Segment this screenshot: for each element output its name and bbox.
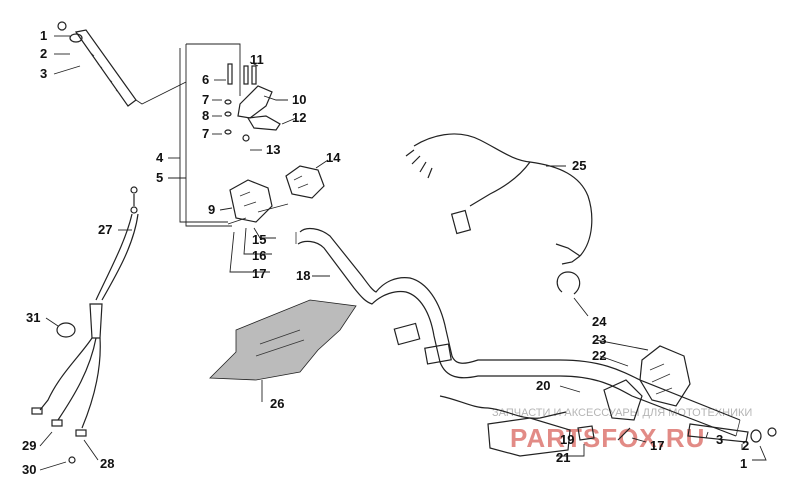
pin [227,63,233,85]
callout-11: 11 [250,52,264,67]
cable-end [130,186,138,194]
callout-5: 5 [156,170,163,185]
callout-29: 29 [22,438,36,453]
callout-17-left: 17 [252,266,266,281]
right-washer [750,429,762,443]
callout-4: 4 [156,150,164,165]
right-hand-warmer [487,417,571,457]
callout-1: 1 [40,28,47,43]
callout-6: 6 [202,72,209,87]
cable-main [95,213,133,301]
callout-16: 16 [252,248,266,263]
center-clamp-left [393,322,421,346]
callout-23: 23 [592,332,606,347]
right-side-assembly [439,339,777,461]
grip-end-cap [57,21,67,31]
watermark-brand: PARTSFOX.RU [510,423,705,453]
right-switch-housing [639,345,691,407]
handlebar [295,227,741,437]
screw-right [617,427,631,441]
callout-7-upper: 7 [202,92,209,107]
callout-28: 28 [100,456,114,471]
callout-10: 10 [292,92,306,107]
right-grip [687,423,749,443]
callout-25: 25 [572,158,586,173]
left-grip [74,29,137,107]
callout-27: 27 [98,222,112,237]
center-clamp-right [424,343,452,365]
callout-12: 12 [292,110,306,125]
callout-8: 8 [202,108,209,123]
callout-21: 21 [556,450,570,465]
hand-warmer-switch [285,165,325,199]
washer-c [224,129,232,135]
left-leaders [53,35,329,273]
callout-30: 30 [22,462,36,477]
throttle-lever [237,85,273,119]
callout-3-right: 3 [716,432,723,447]
left-grip-assembly [57,21,187,107]
washer-a [224,99,232,105]
callout-17-right: 17 [650,438,664,453]
callout-19: 19 [560,432,574,447]
callout-22: 22 [592,348,606,363]
switch-bracket-frame [179,43,241,227]
callout-2: 2 [40,46,47,61]
callout-18: 18 [296,268,310,283]
callout-13: 13 [266,142,280,157]
throttle-block [603,379,643,421]
wire-harness [405,133,593,265]
retaining-ring [556,271,589,317]
handlebar-tube [299,227,741,421]
callout-9: 9 [208,202,215,217]
screw [227,217,247,225]
callout-24: 24 [592,314,607,329]
connector-c [75,429,87,437]
cable-fitting [68,456,76,464]
throttle-cable [31,186,139,471]
watermark: ЗАПЧАСТИ И АКСЕССУАРЫ ДЛЯ МОТОТЕХНИКИ PA… [492,407,752,453]
cable-clip [577,425,595,441]
connector-b [51,419,63,427]
cable-ring [56,322,76,338]
throttle-lever-assembly [224,63,281,142]
callout-labels: 1 2 3 4 5 6 7 7 8 9 10 11 12 13 14 15 16… [22,28,749,477]
washer-b [224,111,232,117]
pad-body [209,299,357,381]
callout-1-right: 1 [740,456,747,471]
callout-31: 31 [26,310,40,325]
callout-7-lower: 7 [202,126,209,141]
cable-junction [89,303,103,339]
callout-15: 15 [252,232,266,247]
switch-housing [229,179,273,223]
spring-a [243,65,249,85]
nut [242,134,250,142]
harness-main [413,133,593,257]
callout-26: 26 [270,396,284,411]
throttle-sensor [247,115,281,131]
harness-connector [450,209,472,235]
callout-20: 20 [536,378,550,393]
right-end-cap [767,427,777,437]
watermark-caption: ЗАПЧАСТИ И АКСЕССУАРЫ ДЛЯ МОТОТЕХНИКИ [492,407,752,419]
handlebar-pad [209,299,357,402]
callout-14: 14 [326,150,341,165]
callout-2-right: 2 [742,438,749,453]
switch-housing-assembly [227,165,325,225]
callout-3: 3 [40,66,47,81]
connector-a [31,407,43,415]
spring-b [251,65,257,85]
grip-washer [69,33,83,43]
